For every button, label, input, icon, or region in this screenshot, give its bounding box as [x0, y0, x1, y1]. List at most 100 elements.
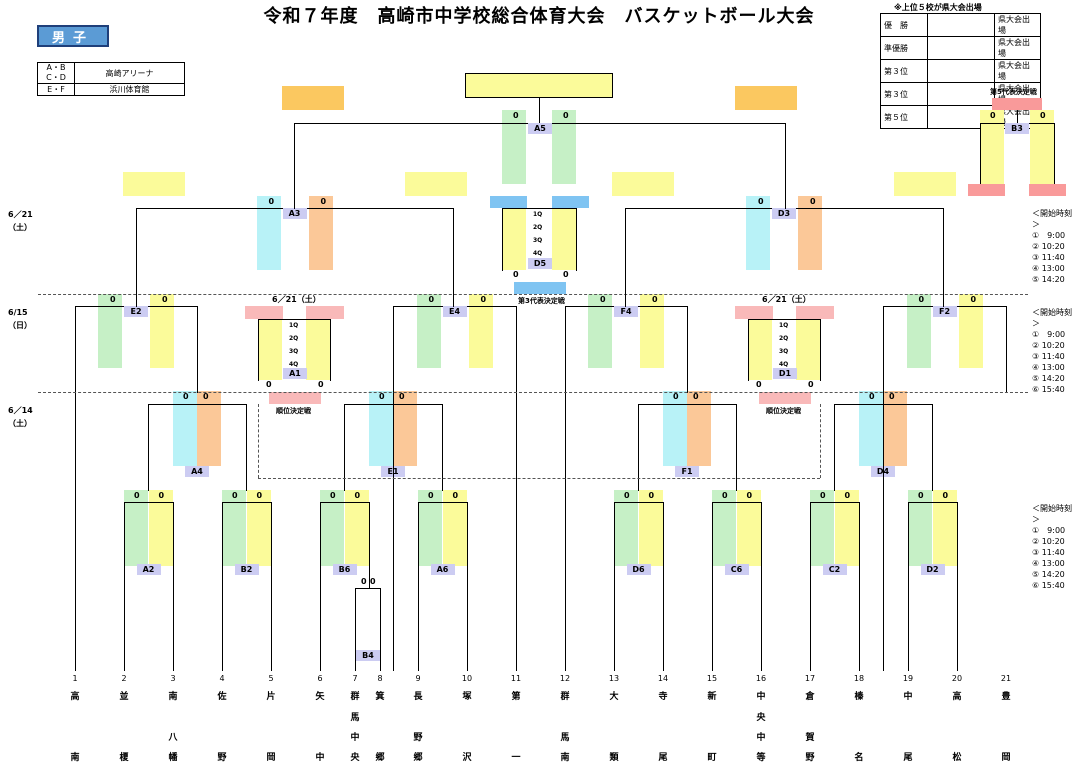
team-number: 6 — [317, 674, 323, 683]
score-value: 0 — [428, 491, 434, 500]
bracket-line — [294, 123, 295, 209]
team-name-char: 馬 — [350, 713, 360, 723]
start-time: ① 9:00 — [1032, 330, 1066, 339]
team-name-char: 沢 — [462, 753, 472, 763]
divider — [258, 478, 820, 479]
team-name-char: 岡 — [1001, 753, 1011, 763]
venue-courts: E・F — [37, 83, 75, 96]
game-label: F1 — [675, 466, 699, 477]
bracket-line — [320, 502, 370, 503]
score-bar — [245, 306, 283, 319]
team-number: 5 — [268, 674, 274, 683]
score-value: 0 — [480, 295, 487, 304]
game-label: C6 — [724, 564, 749, 575]
team-name-char: 央 — [350, 753, 360, 763]
bracket-line — [355, 588, 381, 589]
bracket-line — [883, 306, 884, 671]
score-value: 0 — [869, 392, 875, 401]
team-name-char: 郷 — [413, 753, 423, 763]
game-label: B4 — [356, 650, 380, 661]
bracket-line — [810, 502, 860, 503]
gender-label: 男子 — [51, 30, 94, 46]
date-label: 6／21 （土） — [8, 210, 33, 232]
score-value: 0 — [320, 197, 327, 206]
bracket-line — [393, 306, 394, 671]
date-label: 6/15 （日） — [8, 308, 32, 330]
score-value: 0 — [266, 380, 272, 389]
quarter-label: 3Q — [779, 348, 789, 355]
score-value: 0 — [600, 295, 606, 304]
team-number: 12 — [559, 674, 571, 683]
rank-caption: 順位決定戦 — [276, 407, 311, 415]
start-time: ③ 11:40 — [1032, 548, 1065, 557]
team-name-char: 高 — [952, 692, 962, 702]
score-value: 0 — [361, 577, 367, 586]
team-name-char: 尾 — [903, 753, 913, 763]
score-bar — [687, 391, 711, 466]
team-name-char: 中 — [756, 733, 766, 743]
bracket-line — [502, 208, 503, 271]
divider — [820, 404, 821, 478]
bracket-line — [1017, 110, 1018, 124]
game-label: D5 — [528, 258, 552, 269]
team-name-char: 佐 — [217, 692, 227, 702]
team-number: 21 — [1000, 674, 1012, 683]
game-label: A3 — [282, 208, 307, 219]
bracket-line — [222, 502, 223, 671]
bracket-line — [136, 208, 137, 307]
score-value: 0 — [110, 295, 116, 304]
bracket-line — [663, 502, 664, 671]
score-value: 0 — [399, 392, 405, 401]
quarter-label: 3Q — [289, 348, 299, 355]
start-times: ＜開始時刻＞ ① 9:00 ② 10:20 ③ 11:40 ④ 13:00 ⑤ … — [1032, 503, 1078, 591]
results-place: 第５位 — [880, 105, 928, 129]
game-label: A6 — [430, 564, 455, 575]
score-bar — [490, 196, 527, 208]
team-name-char: 寺 — [658, 692, 668, 702]
bracket-line — [785, 123, 786, 209]
bracket-line — [943, 208, 944, 307]
score-value: 0 — [758, 197, 764, 206]
score-bar — [1030, 110, 1054, 184]
score-bar — [759, 392, 811, 404]
bracket-line — [418, 502, 468, 503]
start-time: ⑥ 15:40 — [1032, 581, 1065, 590]
team-name-char: 豊 — [1001, 692, 1011, 702]
start-time: ④ 13:00 — [1032, 559, 1065, 568]
score-bar — [735, 86, 797, 110]
bracket-line — [1054, 123, 1055, 185]
team-name-char: 南 — [70, 753, 80, 763]
score-value: 0 — [203, 392, 209, 401]
game-label: E2 — [124, 306, 148, 317]
score-bar — [980, 110, 1004, 184]
bracket-line — [932, 404, 933, 491]
game-label: B6 — [332, 564, 357, 575]
team-number: 3 — [170, 674, 176, 683]
game-label: F2 — [932, 306, 957, 317]
score-value: 0 — [354, 491, 361, 500]
results-place: 第３位 — [880, 59, 928, 83]
bracket-line — [502, 208, 577, 209]
divider — [38, 392, 1028, 393]
score-value: 0 — [844, 491, 851, 500]
game-label: B3 — [1005, 123, 1029, 134]
team-name-char: 名 — [854, 753, 864, 763]
start-time: ⑤ 14:20 — [1032, 570, 1065, 579]
bracket-line — [222, 502, 272, 503]
score-bar — [404, 172, 467, 196]
bracket-line — [761, 502, 762, 671]
score-bar — [735, 306, 773, 319]
bracket-line — [638, 404, 737, 405]
team-name-char: 並 — [119, 692, 129, 702]
bracket-line — [369, 502, 370, 589]
start-time: ⑥ 15:40 — [1032, 385, 1065, 394]
game-label: F4 — [614, 306, 638, 317]
score-value: 0 — [563, 111, 569, 120]
score-value: 0 — [513, 111, 519, 120]
start-times: ＜開始時刻＞ ① 9:00 ② 10:20 ③ 11:40 ④ 13:00 ⑤ … — [1032, 307, 1078, 395]
score-bar — [968, 184, 1005, 196]
team-name-char: 箕 — [375, 692, 385, 702]
score-value: 0 — [330, 491, 336, 500]
score-bar — [796, 319, 820, 380]
start-times-header: ＜開始時刻＞ — [1032, 504, 1072, 524]
